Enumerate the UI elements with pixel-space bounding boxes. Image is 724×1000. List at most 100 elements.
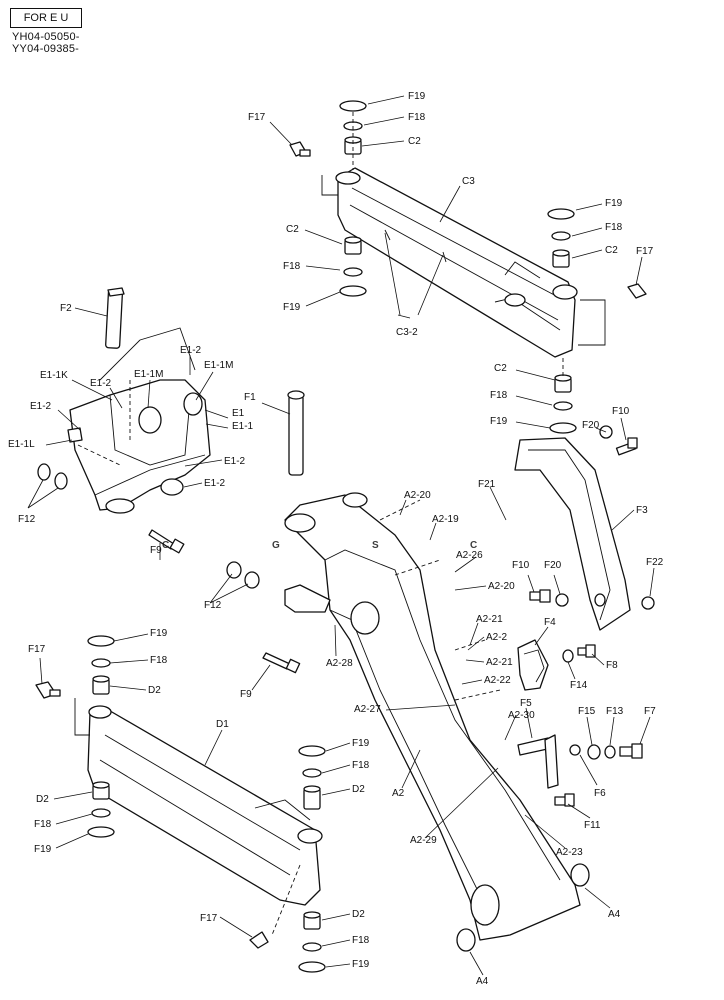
c3-bushing-stack-left: [339, 236, 367, 297]
label-f9-top: F9: [150, 545, 162, 556]
label-a2-21-b: A2-21: [486, 657, 513, 668]
label-f19-bot: F19: [352, 959, 370, 970]
grease-fitting-bottom: [249, 931, 269, 949]
nut-f13: [604, 745, 616, 759]
bushings-a4: [456, 863, 590, 952]
label-f19-l: F19: [34, 844, 52, 855]
bolt-f10-top: [615, 437, 638, 456]
label-c2-left: C2: [286, 224, 299, 235]
bolt-f9-top: [148, 529, 185, 554]
bolt-f9-mid: [262, 652, 301, 674]
label-e1-1m-a: E1-1M: [134, 369, 163, 380]
label-f19-left: F19: [283, 302, 301, 313]
label-f9-mid: F9: [240, 689, 252, 700]
label-a2-2: A2-2: [486, 632, 508, 643]
label-e1-2-b: E1-2: [90, 378, 112, 389]
label-f11: F11: [584, 820, 601, 831]
label-a2-30: A2-30: [508, 710, 535, 721]
label-f17-right: F17: [636, 246, 654, 257]
label-c2-low: C2: [494, 363, 507, 374]
bolt-f10-mid: [529, 589, 551, 603]
bolt-f8: [577, 644, 596, 658]
label-d2-bot: D2: [352, 909, 365, 920]
grease-fitting-right: [627, 283, 647, 299]
watermark-letter-4: C: [470, 540, 477, 551]
label-a2-28: A2-28: [326, 658, 353, 669]
callout-labels: F19 F18 C2 F17 C3 C2 F18 F19 F19 F18 C2 …: [8, 91, 664, 987]
washer-f20-mid: [555, 593, 569, 607]
arm-d1: [74, 698, 323, 936]
pin-f1: [287, 390, 305, 476]
label-f12-left: F12: [18, 514, 36, 525]
label-a2-22: A2-22: [484, 675, 511, 686]
nuts-f12-mid: [226, 561, 260, 589]
label-f20-top: F20: [582, 420, 600, 431]
label-e1-1m-b: E1-1M: [204, 360, 233, 371]
serial-range-1: YH04-05050-: [12, 31, 80, 43]
label-f5: F5: [520, 698, 532, 709]
label-f17-bot: F17: [200, 913, 218, 924]
d1-bushing-stack-left: [87, 781, 115, 838]
grease-fitting-top: [289, 141, 311, 157]
label-f18-l: F18: [34, 819, 52, 830]
leader-lines: [27, 95, 655, 976]
label-a2-20-b: A2-20: [488, 581, 515, 592]
bolt-f11: [554, 793, 575, 807]
label-f17-d1: F17: [28, 644, 46, 655]
label-e1-1: E1-1: [232, 421, 254, 432]
label-f17-top: F17: [248, 112, 266, 123]
label-a2-20-a: A2-20: [404, 490, 431, 501]
arm-c3: [321, 167, 606, 358]
label-a2-29: A2-29: [410, 835, 437, 846]
label-f2: F2: [60, 303, 72, 314]
c3-bushing-stack-lower: [549, 358, 577, 434]
bolt-f7: [619, 743, 643, 759]
nuts-f12-left: [37, 463, 68, 490]
pin-f2: [105, 287, 125, 349]
label-c2-right: C2: [605, 245, 618, 256]
bracket-e1: [67, 327, 211, 514]
label-c2-top: C2: [408, 136, 421, 147]
label-f8: F8: [606, 660, 618, 671]
label-d2-d1: D2: [148, 685, 161, 696]
label-f18-r: F18: [352, 760, 370, 771]
label-f21: F21: [478, 479, 496, 490]
label-c3-2: C3-2: [396, 327, 418, 338]
label-f19-top: F19: [408, 91, 426, 102]
c3-bushing-stack-right: [547, 208, 575, 268]
region-tag: FOR E U: [10, 8, 82, 28]
label-f18-bot: F18: [352, 935, 370, 946]
label-f18-d1: F18: [150, 655, 168, 666]
label-f18-low: F18: [490, 390, 508, 401]
c3-bushing-stack-top: [339, 100, 367, 170]
label-c3: C3: [462, 176, 475, 187]
label-e1-2-a: E1-2: [180, 345, 202, 356]
label-a4-b: A4: [476, 976, 489, 987]
label-f19-d1: F19: [150, 628, 168, 639]
label-f7: F7: [644, 706, 656, 717]
label-f13: F13: [606, 706, 624, 717]
label-a2-23: A2-23: [556, 847, 583, 858]
label-f1: F1: [244, 392, 256, 403]
label-f14: F14: [570, 680, 588, 691]
label-a2: A2: [392, 788, 405, 799]
label-f6: F6: [594, 788, 606, 799]
label-a2-26: A2-26: [456, 550, 483, 561]
label-f4: F4: [544, 617, 556, 628]
label-f22: F22: [646, 557, 664, 568]
label-d1: D1: [216, 719, 229, 730]
watermark-letter-2: G: [272, 540, 280, 551]
label-a4-a: A4: [608, 909, 621, 920]
d1-bushing-stack-right: [298, 745, 326, 810]
clamp-f5: [517, 734, 559, 789]
label-e1-2-c: E1-2: [30, 401, 52, 412]
serial-range-2: YY04-09385-: [12, 43, 80, 55]
washer-f15: [587, 744, 601, 760]
label-f19-right: F19: [605, 198, 623, 209]
washer-f6: [569, 744, 581, 756]
label-f18-right: F18: [605, 222, 623, 233]
label-f10-mid: F10: [512, 560, 530, 571]
label-f19-r: F19: [352, 738, 370, 749]
label-e1: E1: [232, 408, 245, 419]
